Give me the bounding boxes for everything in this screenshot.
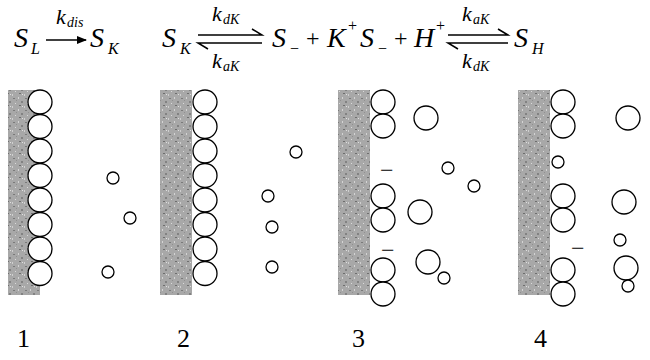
ion-circle bbox=[102, 266, 114, 278]
ion-circle bbox=[468, 180, 480, 192]
subscript: aK bbox=[223, 60, 239, 74]
subscript: dK bbox=[223, 13, 239, 27]
species-symbol: S bbox=[360, 24, 374, 52]
panel-number: 4 bbox=[534, 326, 547, 352]
subscript: K bbox=[180, 41, 191, 57]
ion-circle bbox=[442, 162, 454, 174]
species-symbol: H bbox=[414, 24, 434, 52]
ion-circle bbox=[193, 237, 217, 261]
ion-circle bbox=[551, 282, 575, 306]
ion-circle bbox=[193, 164, 217, 188]
rate-constant: k bbox=[462, 3, 472, 25]
ion-circle bbox=[28, 237, 52, 261]
ion-circle bbox=[262, 190, 274, 202]
rate-constant: k bbox=[212, 50, 222, 72]
subscript: H bbox=[532, 41, 544, 57]
ion-circle bbox=[193, 90, 217, 114]
ion-circle bbox=[371, 282, 395, 306]
panel-number: 1 bbox=[17, 326, 30, 352]
ion-circle bbox=[408, 200, 432, 224]
ion-circle bbox=[612, 190, 636, 214]
ion-circle bbox=[193, 115, 217, 139]
ion-circle bbox=[28, 213, 52, 237]
ion-circle bbox=[414, 106, 438, 130]
species-symbol: S bbox=[272, 24, 286, 52]
species-symbol: S bbox=[514, 24, 528, 52]
ion-circle bbox=[28, 188, 52, 212]
ion-circle bbox=[290, 146, 302, 158]
ion-circle bbox=[266, 261, 278, 273]
panel-number: 2 bbox=[177, 326, 190, 352]
ion-circle bbox=[416, 250, 440, 274]
ion-circle bbox=[124, 212, 136, 224]
subscript: dK bbox=[473, 60, 489, 74]
ion-circle bbox=[193, 213, 217, 237]
ion-circle bbox=[193, 188, 217, 212]
plus-sign: + bbox=[394, 26, 408, 50]
species-symbol: K bbox=[327, 24, 346, 52]
rate-constant: k bbox=[56, 6, 66, 28]
ion-circle bbox=[28, 90, 52, 114]
species-symbol: S bbox=[162, 24, 176, 52]
ion-circle bbox=[371, 184, 395, 208]
rate-constant: k bbox=[212, 3, 222, 25]
ion-circle bbox=[551, 258, 575, 282]
ion-circle bbox=[616, 106, 640, 130]
subscript: − bbox=[290, 41, 299, 57]
ion-circle bbox=[552, 156, 564, 168]
ion-circle bbox=[551, 208, 575, 232]
ion-circle bbox=[371, 114, 395, 138]
ion-circle bbox=[28, 115, 52, 139]
ion-circle bbox=[371, 90, 395, 114]
ion-circle bbox=[614, 256, 638, 280]
ion-circle bbox=[551, 184, 575, 208]
ion-circle bbox=[438, 272, 450, 284]
species-symbol: S bbox=[14, 24, 28, 52]
surface-charge: − bbox=[381, 238, 395, 262]
ion-circle bbox=[28, 139, 52, 163]
ion-circle bbox=[28, 262, 52, 286]
subscript: L bbox=[31, 41, 40, 57]
ion-circle bbox=[193, 139, 217, 163]
ion-circle bbox=[614, 234, 626, 246]
ion-circle bbox=[622, 280, 634, 292]
ion-circle bbox=[551, 90, 575, 114]
ion-circle bbox=[551, 114, 575, 138]
ion-circle bbox=[28, 164, 52, 188]
subscript: aK bbox=[473, 13, 489, 27]
surface-charge: − bbox=[571, 236, 585, 260]
species-symbol: S bbox=[90, 24, 104, 52]
plus-sign: + bbox=[306, 26, 320, 50]
surface-charge: − bbox=[380, 158, 394, 182]
rate-constant: k bbox=[462, 50, 472, 72]
solid-surfaces bbox=[8, 90, 550, 295]
ion-circle bbox=[371, 208, 395, 232]
ion-circle bbox=[193, 262, 217, 286]
superscript: + bbox=[348, 18, 357, 34]
ion-circle bbox=[266, 221, 278, 233]
subscript: dis bbox=[67, 16, 83, 30]
ion-circle bbox=[107, 172, 119, 184]
ion-circles bbox=[28, 90, 640, 306]
subscript: − bbox=[378, 41, 387, 57]
superscript: + bbox=[436, 18, 445, 34]
subscript: K bbox=[108, 41, 119, 57]
panel-number: 3 bbox=[352, 326, 365, 352]
